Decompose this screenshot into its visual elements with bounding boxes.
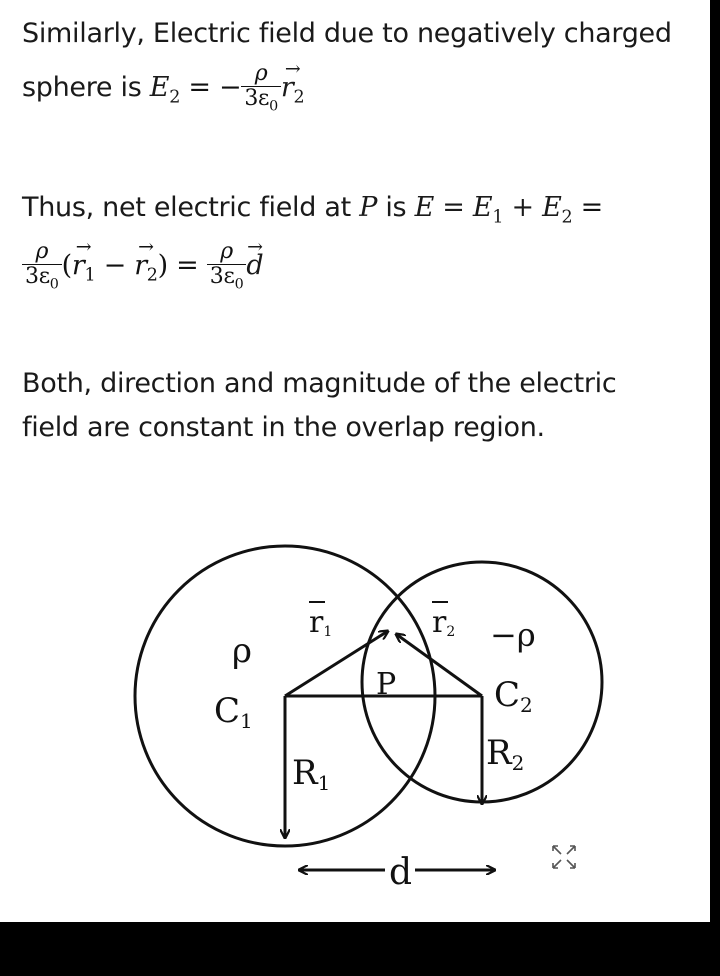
vector-r2-line: [396, 634, 483, 698]
point-p: P: [359, 192, 378, 223]
eq-net-field: E = E1 + E2 =: [414, 192, 604, 228]
label-d: d: [389, 852, 412, 893]
para3-line2: field are constant in the overlap region…: [22, 412, 545, 443]
para2-line1: Thus, net electric field at P is E = E1 …: [22, 192, 603, 228]
vector-r1-line: [284, 631, 388, 698]
label-c1: C1: [214, 691, 253, 733]
para1-line2-prefix: sphere is: [22, 72, 150, 104]
label-c2: C2: [494, 675, 533, 717]
label-r1-vector: r1: [309, 605, 332, 640]
label-r2-vector: r2: [432, 605, 455, 640]
label-R1: R1: [292, 753, 330, 795]
para3-line1: Both, direction and magnitude of the ele…: [22, 368, 617, 399]
overlapping-spheres-diagram: ρ C1 r1 r2 −ρ P C2 R1 R2 d: [133, 544, 604, 893]
eq-sign: = −: [188, 72, 242, 104]
expand-icon[interactable]: [552, 845, 576, 869]
content-card: Similarly, Electric field due to negativ…: [0, 0, 710, 922]
vector-d: d: [246, 236, 263, 282]
eq-difference: (r1 − r2) =: [62, 236, 199, 286]
label-p: P: [376, 667, 396, 702]
label-rho: ρ: [232, 631, 252, 671]
vector-r2: r2: [281, 58, 305, 108]
para1-line2: sphere is E2 = −ρ3ε0r2: [22, 58, 305, 132]
para1-line1: Similarly, Electric field due to negativ…: [22, 18, 672, 49]
label-minus-rho: −ρ: [490, 616, 536, 654]
eq-e2: E2: [149, 72, 181, 108]
label-R2: R2: [486, 733, 524, 775]
